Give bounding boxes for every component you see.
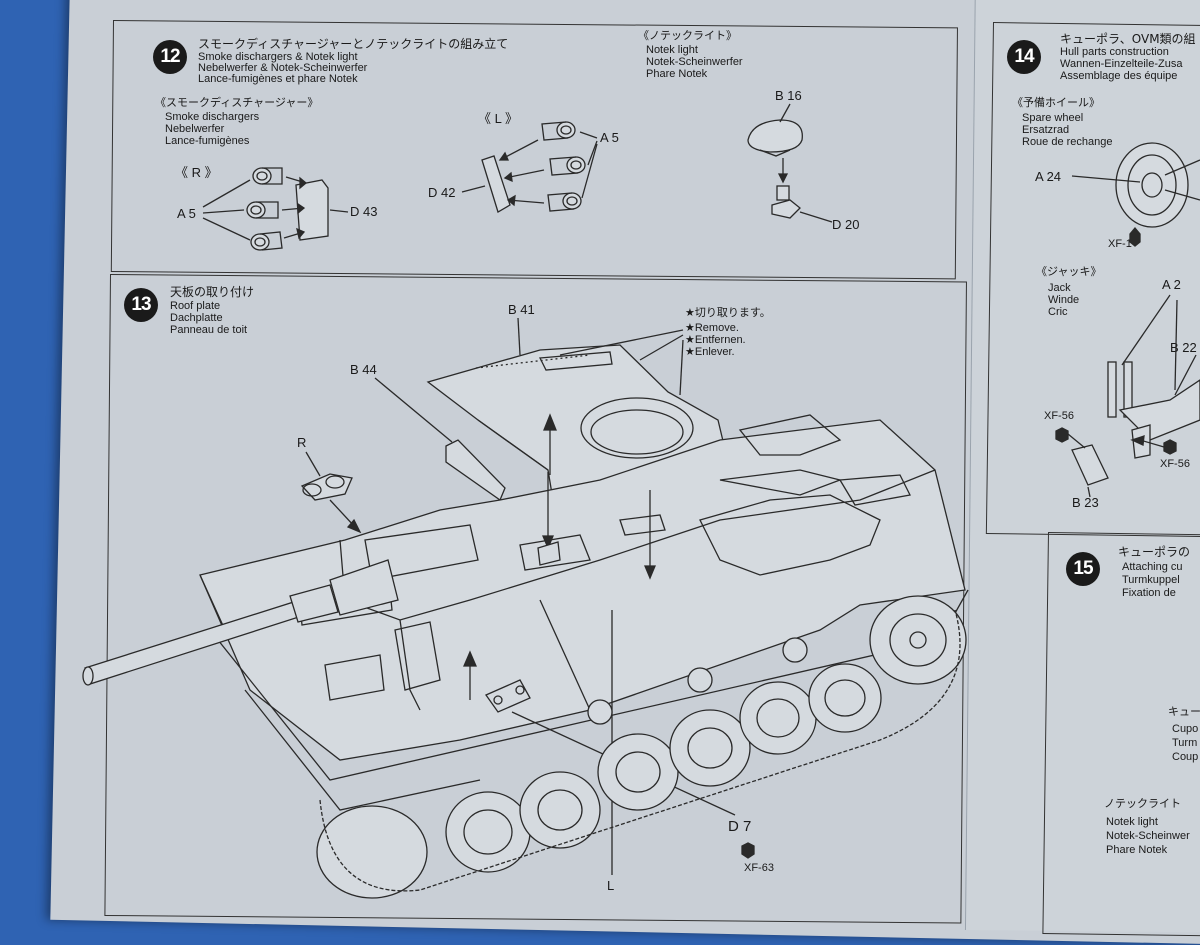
- part-r-discharger: [300, 473, 353, 501]
- notek-mount-d20: [771, 185, 801, 219]
- step-13-title-de: Dachplatte: [170, 312, 223, 324]
- cupola-heading-ja: キュー: [1168, 705, 1200, 718]
- part-d42: D 42: [428, 185, 456, 200]
- notek-light-b16: [747, 119, 803, 157]
- remove-note-ja: ★切り取ります。: [685, 306, 771, 319]
- tank-drawing: [82, 317, 969, 899]
- jack-heading-fr: Cric: [1048, 306, 1068, 318]
- jack-heading-ja: 《ジャッキ》: [1036, 265, 1102, 278]
- side-right-label: 《 R 》: [175, 165, 218, 180]
- smoke-discharger-heading-en: Smoke dischargers: [165, 111, 260, 123]
- step-13-badge: 13: [124, 288, 158, 322]
- spare-wheel-a24: [1115, 142, 1189, 228]
- bracket-b44: [445, 439, 506, 501]
- part-d7: D 7: [728, 818, 752, 835]
- step-15-title-de: Turmkuppel: [1122, 574, 1180, 586]
- part-r: R: [297, 435, 307, 450]
- road-wheels: [316, 595, 967, 899]
- step-12-title-en: Smoke dischargers & Notek light: [198, 51, 358, 63]
- discharger-tube-r2: [246, 201, 279, 219]
- step-12-drawing: [202, 103, 833, 251]
- step-15-badge: 15: [1066, 552, 1100, 586]
- spare-wheel-heading-en: Spare wheel: [1022, 112, 1084, 124]
- step-14-title-ja: キューポラ、OVM類の組: [1060, 32, 1196, 46]
- step-12-title-fr: Lance-fumigènes et phare Notek: [198, 73, 358, 85]
- step-15-title-fr: Fixation de: [1122, 587, 1176, 599]
- step-15-title-ja: キューポラの: [1118, 545, 1191, 559]
- notek-heading-fr: Phare Notek: [646, 68, 708, 80]
- notek-heading-en: Notek light: [646, 44, 698, 56]
- discharger-tube-l3: [547, 192, 582, 212]
- part-a24: A 24: [1035, 169, 1062, 184]
- notek-heading-de: Notek-Scheinwerfer: [646, 56, 743, 68]
- step-15-title-en: Attaching cu: [1122, 561, 1183, 573]
- smoke-discharger-heading-de: Nebelwerfer: [165, 123, 225, 135]
- part-d7-drawing: [485, 679, 531, 713]
- step-14-drawing: [1055, 142, 1200, 498]
- cupola-heading-fr: Coup: [1172, 751, 1199, 763]
- part-d20: D 20: [832, 217, 860, 232]
- jack-heading-en: Jack: [1048, 282, 1071, 294]
- jack-plate-b23: [1071, 444, 1109, 486]
- discharger-tube-r1: [252, 167, 283, 185]
- part-l: L: [607, 878, 615, 893]
- smoke-discharger-heading-ja: 《スモークディスチャージャー》: [155, 96, 319, 109]
- part-d43: D 43: [350, 204, 378, 219]
- paint-xf1: XF-1: [1108, 238, 1132, 250]
- part-b44: B 44: [350, 362, 377, 377]
- paint-xf56-right: XF-56: [1160, 458, 1190, 470]
- spare-wheel-heading-ja: 《予備ホイール》: [1012, 96, 1100, 109]
- gun-barrel: [82, 559, 399, 686]
- smoke-discharger-heading-fr: Lance-fumigènes: [165, 135, 250, 147]
- notek15-heading-en: Notek light: [1106, 816, 1158, 828]
- spare-wheel-heading-de: Ersatzrad: [1022, 124, 1070, 136]
- notek15-heading-fr: Phare Notek: [1106, 844, 1168, 856]
- step-13-title-fr: Panneau de toit: [170, 324, 248, 336]
- jack-drawing: [1107, 361, 1200, 459]
- part-b23: B 23: [1072, 495, 1099, 510]
- discharger-tube-l1: [541, 121, 576, 141]
- step-14-title-fr: Assemblage des équipe: [1060, 70, 1178, 82]
- discharger-tube-l2: [549, 156, 586, 176]
- step-12-title-ja: スモークディスチャージャーとノテックライトの組み立て: [198, 37, 509, 51]
- discharger-tube-r3: [250, 231, 283, 251]
- step-12-badge: 12: [153, 40, 187, 74]
- notek-heading-ja: 《ノテックライト》: [638, 29, 737, 42]
- part-a5-left: A 5: [177, 206, 196, 221]
- remove-note-fr: ★Enlever.: [685, 346, 735, 358]
- remove-note-en: ★Remove.: [685, 322, 739, 334]
- part-a2: A 2: [1162, 277, 1181, 292]
- paint-xf56-left: XF-56: [1044, 410, 1074, 422]
- step-14-title-de: Wannen-Einzelteile-Zusa: [1060, 58, 1183, 70]
- paint-xf63: XF-63: [744, 862, 774, 874]
- step-12-title-de: Nebelwerfer & Notek-Scheinwerfer: [198, 62, 368, 74]
- side-left-label: 《 L 》: [478, 111, 518, 126]
- step-13-title-en: Roof plate: [170, 300, 221, 312]
- jack-heading-de: Winde: [1048, 294, 1080, 306]
- notek15-heading-ja: ノテックライト: [1104, 797, 1181, 810]
- cupola-heading-en: Cupo: [1172, 723, 1199, 735]
- part-b16: B 16: [775, 88, 802, 103]
- cupola-heading-de: Turm: [1172, 737, 1198, 749]
- part-b22: B 22: [1170, 340, 1197, 355]
- remove-note-de: ★Entfernen.: [685, 334, 746, 346]
- part-a5-right: A 5: [600, 130, 619, 145]
- notek15-heading-de: Notek-Scheinwer: [1106, 830, 1190, 842]
- spare-wheel-heading-fr: Roue de rechange: [1022, 136, 1113, 148]
- step-14-title-en: Hull parts construction: [1060, 46, 1169, 58]
- part-b41: B 41: [508, 302, 535, 317]
- step-14-badge: 14: [1007, 40, 1041, 74]
- step-13-title-ja: 天板の取り付け: [170, 285, 255, 299]
